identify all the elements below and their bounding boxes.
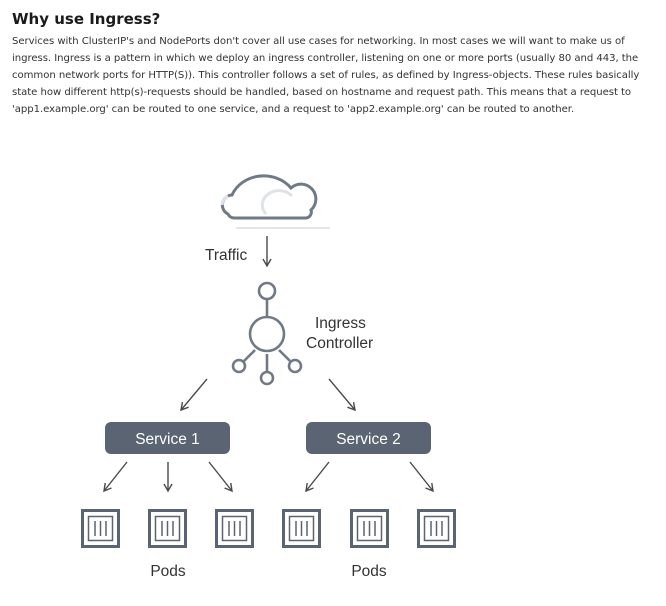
service-1-label: Service 1 (135, 431, 200, 448)
pod-icon-2 (148, 509, 187, 548)
service-2-box: Service 2 (306, 422, 431, 454)
section-paragraph: Services with ClusterIP's and NodePorts … (12, 36, 640, 115)
pods-label-left: Pods (150, 563, 186, 580)
service-1-pod-arrows (103, 461, 233, 493)
arrow-to-service-2 (328, 378, 356, 412)
arrow-to-service-1 (180, 378, 208, 412)
ingress-controller-icon (231, 281, 303, 386)
article: Why use Ingress? Services with ClusterIP… (12, 8, 658, 118)
pod-icon-1 (81, 509, 120, 548)
pod-icon-6 (417, 509, 456, 548)
pod-icon-4 (282, 509, 321, 548)
ingress-controller-label-line1: Ingress (315, 315, 366, 332)
cloud-icon (220, 174, 330, 229)
traffic-label: Traffic (205, 247, 247, 264)
section-heading: Why use Ingress? (12, 10, 161, 28)
pod-icon-5 (350, 509, 389, 548)
pod-icon-3 (215, 509, 254, 548)
ingress-controller-label-line2: Controller (306, 335, 373, 352)
service-1-box: Service 1 (105, 422, 230, 454)
pods-label-right: Pods (351, 563, 387, 580)
service-2-label: Service 2 (336, 431, 401, 448)
service-2-pod-arrows (305, 461, 434, 493)
